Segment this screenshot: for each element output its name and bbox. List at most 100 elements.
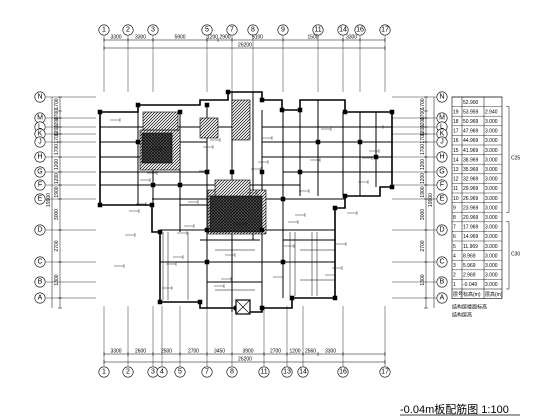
axis-left-H-circle (34, 151, 46, 163)
dim-right-value: 1700 (420, 132, 426, 143)
dim-top-value: 1200 (207, 35, 218, 41)
dim-right-value: 2700 (420, 240, 426, 251)
dim-bottom-value: 2500 (161, 349, 172, 355)
dim-bottom-value: 2560 (305, 349, 316, 355)
table-floor-no: 15 (453, 148, 459, 154)
table-header-cell: 层号 (453, 292, 463, 298)
column (149, 202, 155, 208)
axis-bottom-17: 17 (381, 369, 389, 376)
axis-right-L: L (440, 124, 444, 131)
table-header-cell: 层高(m) (485, 291, 503, 298)
dim-right-value: 1200 (420, 159, 426, 170)
axis-left-G: G (37, 169, 42, 176)
table-floor-no: 16 (453, 138, 459, 144)
axis-top-8: 8 (251, 27, 255, 34)
column (315, 139, 321, 145)
column (259, 97, 265, 103)
table-floor-no: 17 (453, 129, 459, 135)
table-floor-no: 3 (453, 263, 456, 269)
table-elevation: 8.969 (463, 253, 476, 259)
dim-bottom-value: 2600 (135, 349, 146, 355)
axis-left-B: B (38, 279, 43, 286)
axis-top-17-circle (379, 24, 391, 36)
table-height: 3.000 (485, 273, 498, 279)
column (204, 169, 210, 175)
axis-right-C: C (439, 259, 444, 266)
axis-bottom-8: 8 (230, 369, 234, 376)
dim-bottom-value: 2700 (188, 349, 199, 355)
column (280, 196, 286, 202)
axis-bottom-7-circle (201, 366, 213, 378)
axis-bottom-14: 14 (299, 369, 307, 376)
column (342, 109, 348, 115)
column (280, 259, 286, 265)
drawing-title: -0.04m板配筋图 1:100 (400, 402, 509, 416)
axis-bottom-1-circle (98, 366, 110, 378)
axis-left-D-circle (34, 224, 46, 236)
axis-left-E: E (38, 196, 43, 203)
axis-bottom-16: 16 (339, 369, 347, 376)
table-floor-no: 7 (453, 225, 456, 231)
table-floor-no: 14 (453, 157, 459, 163)
axis-bottom-13: 13 (283, 369, 291, 376)
axis-bottom-2-circle (122, 366, 134, 378)
axis-bottom-11: 11 (260, 369, 267, 376)
table-floor-no: 19 (453, 109, 459, 115)
axis-right-K: K (440, 131, 445, 138)
table-height: 3.000 (485, 263, 498, 269)
dim-left-value: 3000 (54, 209, 60, 220)
dim-bottom-value: 3900 (242, 349, 253, 355)
axis-top-11-circle (312, 24, 324, 36)
column (177, 182, 183, 188)
column (389, 184, 395, 190)
axis-top-3-circle (147, 24, 159, 36)
axis-bottom-1: 1 (102, 369, 106, 376)
dim-right-value: 1700 (420, 109, 426, 120)
table-height: 3.000 (485, 196, 498, 202)
dim-right-value: 1900 (420, 186, 426, 197)
dim-top-value: 3300 (135, 35, 146, 41)
axis-left-F: F (38, 182, 42, 189)
table-elevation: 20.969 (463, 215, 479, 221)
axis-right-G-circle (436, 166, 448, 178)
axis-left-N-circle (34, 91, 46, 103)
axis-left-J-circle (34, 136, 46, 148)
axis-left-B-circle (34, 276, 46, 288)
axis-right-F: F (440, 182, 444, 189)
concrete-grade-upper: C25 (511, 155, 520, 161)
column (135, 139, 141, 145)
table-floor-no: 13 (453, 167, 459, 173)
dim-right-value: 1200 (420, 173, 426, 184)
axis-top-8-circle (247, 24, 259, 36)
table-elevation: 26.969 (463, 196, 479, 202)
table-elevation: 41.969 (463, 148, 479, 154)
table-elevation: 23.969 (463, 205, 479, 211)
table-height: 3.000 (485, 157, 498, 163)
column (259, 305, 265, 311)
dim-top-value: 1500 (307, 35, 318, 41)
axis-right-G: G (439, 169, 444, 176)
table-floor-no: 9 (453, 205, 456, 211)
axis-bottom-4: 4 (160, 369, 164, 376)
hatched-slab (142, 111, 179, 131)
dim-top-total: 26200 (238, 43, 252, 49)
table-height: 3.000 (485, 234, 498, 240)
column (289, 295, 295, 301)
table-floor-no: 6 (453, 234, 456, 240)
table-caption-1: 结构层楼面标高 (452, 304, 487, 311)
table-floor-no: 2 (453, 273, 456, 279)
column (297, 169, 303, 175)
dim-left-value: 1200 (54, 117, 60, 128)
axis-right-J: J (440, 139, 444, 146)
table-floor-no: 10 (453, 196, 459, 202)
dim-bottom-total: 26200 (238, 357, 252, 363)
column (389, 109, 395, 115)
axis-left-F-circle (34, 179, 46, 191)
axis-right-E: E (440, 196, 445, 203)
axis-top-11: 11 (314, 27, 321, 34)
axis-top-1-circle (98, 24, 110, 36)
axis-bottom-3: 3 (151, 369, 155, 376)
axis-bottom-5-circle (174, 366, 186, 378)
